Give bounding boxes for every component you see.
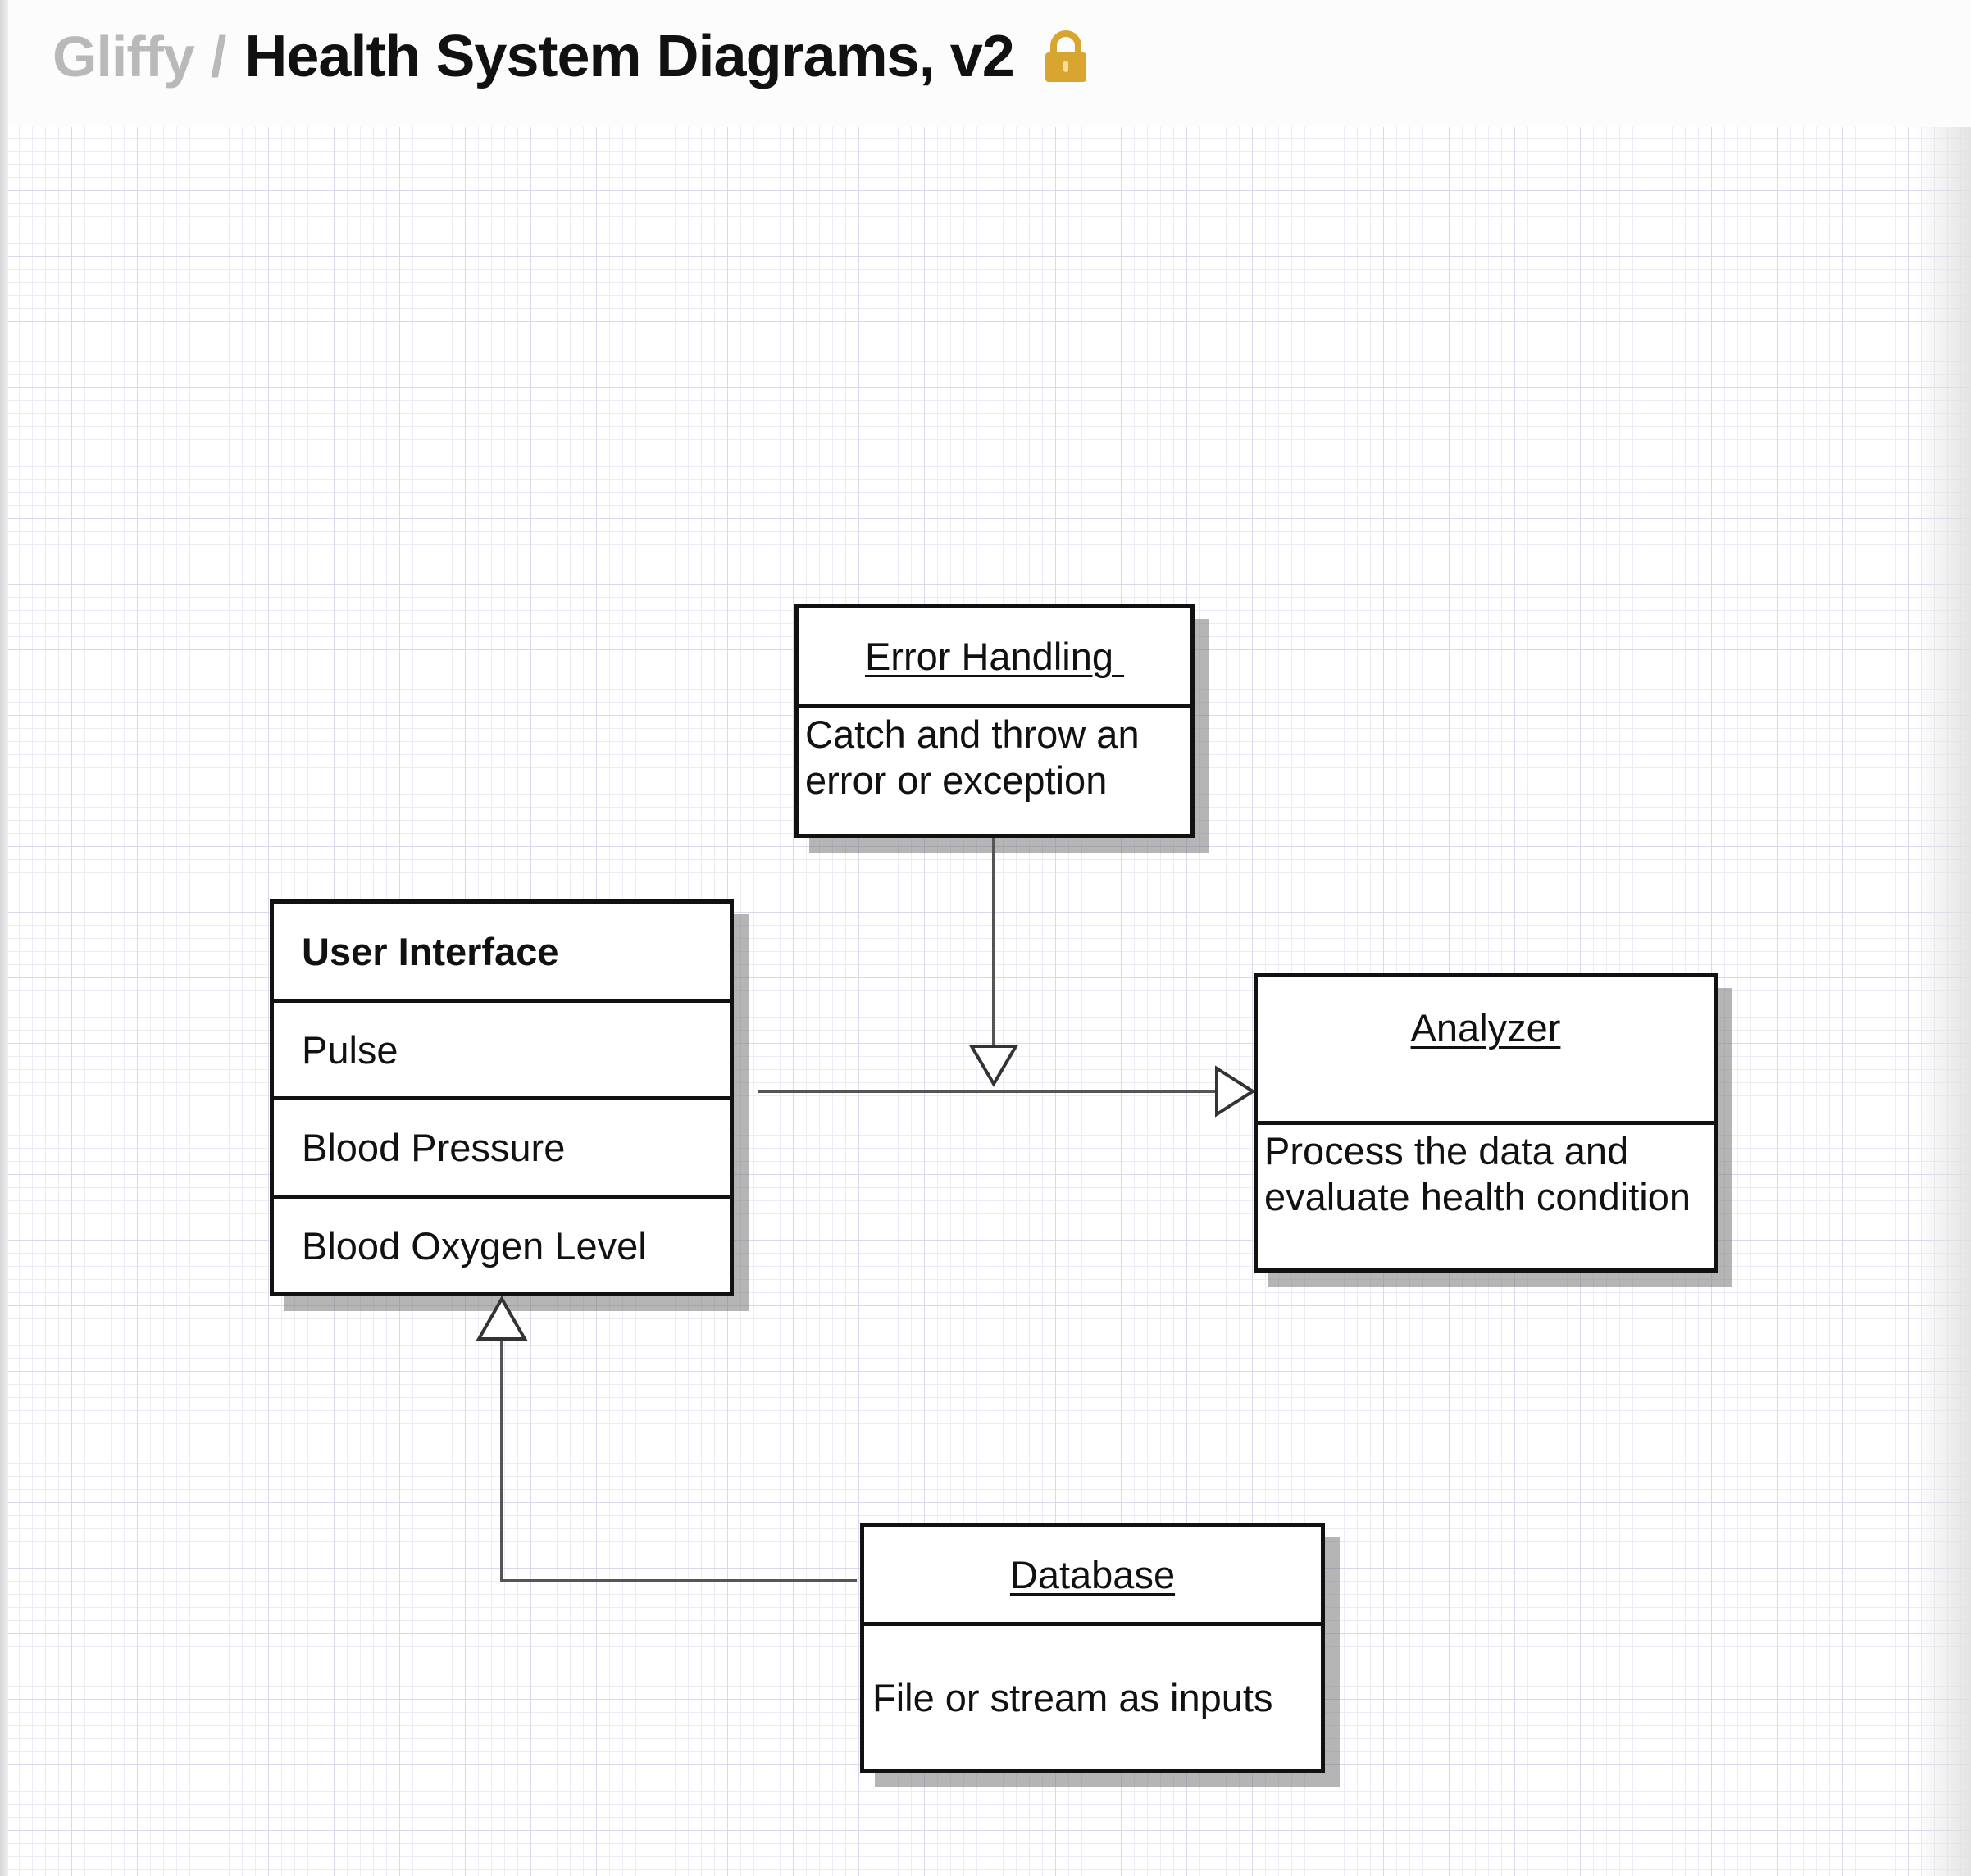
error-handling-title: Error Handling xyxy=(864,635,1125,678)
analyzer-description: Process the data and evaluate health con… xyxy=(1264,1129,1691,1218)
database-description: File or stream as inputs xyxy=(872,1675,1273,1719)
error-handling-description: Catch and throw an error or exception xyxy=(805,713,1140,802)
user-interface-field: Pulse xyxy=(274,1003,730,1100)
database-box[interactable]: Database File or stream as inputs xyxy=(860,1523,1325,1773)
canvas-scroll-edge xyxy=(1914,127,1971,1876)
error-handling-box[interactable]: Error Handling Catch and throw an error … xyxy=(794,604,1195,838)
analyzer-title: Analyzer xyxy=(1410,1006,1561,1050)
database-header: Database xyxy=(864,1527,1321,1626)
analyzer-box[interactable]: Analyzer Process the data and evaluate h… xyxy=(1254,973,1718,1273)
breadcrumb: Gliffy / Health System Diagrams, v2 xyxy=(52,11,1088,102)
user-interface-field: Blood Oxygen Level xyxy=(274,1199,730,1292)
analyzer-header: Analyzer xyxy=(1258,977,1714,1125)
field-blood-pressure: Blood Pressure xyxy=(302,1126,566,1169)
user-interface-header: User Interface xyxy=(274,904,730,1003)
window-edge xyxy=(0,0,8,1876)
breadcrumb-app-link[interactable]: Gliffy xyxy=(52,25,195,89)
error-handling-header: Error Handling xyxy=(799,608,1190,708)
database-body: File or stream as inputs xyxy=(864,1626,1321,1769)
page-title: Health System Diagrams, v2 xyxy=(244,24,1014,89)
user-interface-title: User Interface xyxy=(302,929,559,973)
field-pulse: Pulse xyxy=(302,1027,398,1072)
database-title: Database xyxy=(1009,1552,1176,1596)
lock-icon[interactable] xyxy=(1044,30,1088,84)
field-blood-oxygen-level: Blood Oxygen Level xyxy=(302,1223,647,1268)
user-interface-box[interactable]: User Interface Pulse Blood Pressure Bloo… xyxy=(270,899,734,1296)
breadcrumb-separator: / xyxy=(210,25,227,89)
user-interface-field: Blood Pressure xyxy=(274,1100,730,1199)
